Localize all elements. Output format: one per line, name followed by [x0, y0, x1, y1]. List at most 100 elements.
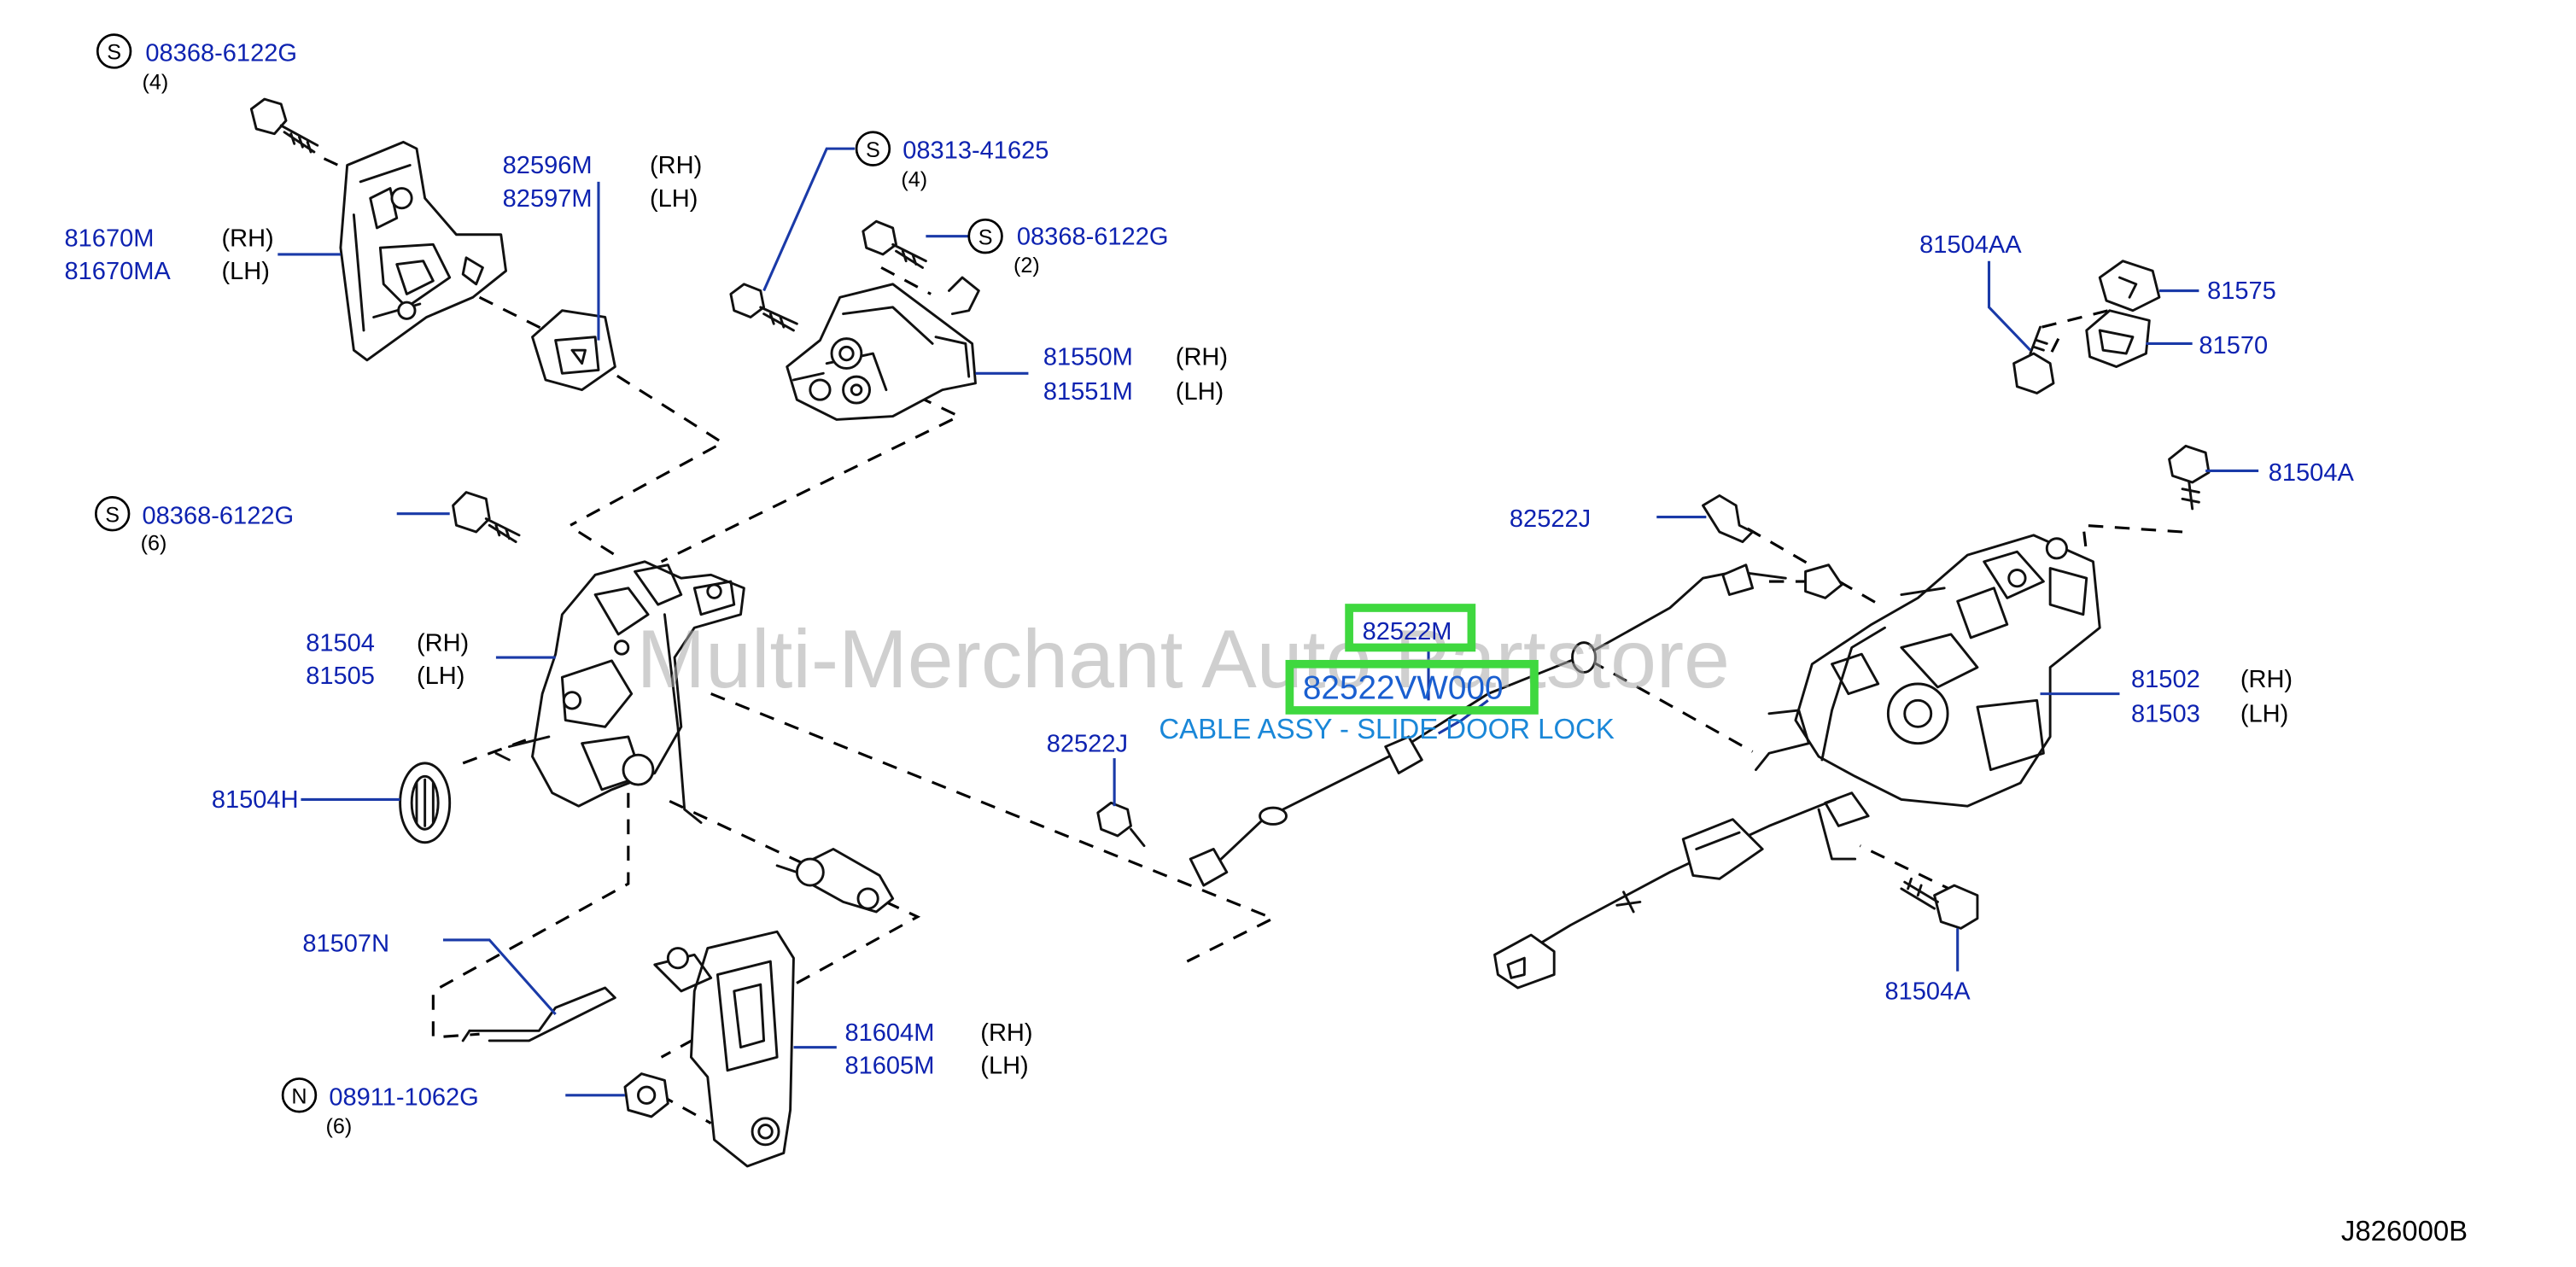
watermark: Multi-Merchant Auto Partstore [637, 612, 1731, 705]
callout-screw-s-08313[interactable]: S 08313-41625 (4) [855, 131, 1049, 192]
bolt-81504AA-drawing [2012, 325, 2055, 394]
part-number-rh[interactable]: 81604M [845, 1019, 935, 1047]
lh-label: (LH) [1176, 378, 1224, 406]
bracket-81670-drawing [339, 140, 507, 362]
callout-grommet-81504H[interactable]: 81504H [212, 786, 299, 814]
callout-actuator-81550[interactable]: 81550M (RH) 81551M (LH) [1043, 344, 1228, 406]
lh-label: (LH) [221, 258, 269, 285]
selected-part-number[interactable]: 82522VW000 [1303, 669, 1504, 706]
nut-drawing [623, 1072, 669, 1118]
callout-striker-81575[interactable]: 81575 [2207, 277, 2276, 305]
s-symbol-circle [855, 131, 891, 166]
callout-clip-82522J-center[interactable]: 82522J [1047, 730, 1128, 757]
part-number[interactable]: 81504A [2269, 459, 2355, 487]
s-symbol-circle [96, 33, 132, 69]
part-number[interactable]: 81570 [2199, 332, 2268, 359]
part-number[interactable]: 08368-6122G [143, 502, 295, 529]
part-number-rh[interactable]: 81670M [65, 225, 155, 252]
rh-label: (RH) [980, 1019, 1032, 1047]
part-number[interactable]: 82522J [1510, 505, 1591, 533]
highlighted-callout-82522M[interactable]: 82522M [1345, 604, 1476, 652]
part-description: CABLE ASSY - SLIDE DOOR LOCK [1159, 713, 1614, 744]
striker-81575-drawing [2098, 260, 2161, 312]
screw-08313-drawing [729, 219, 927, 332]
part-number[interactable]: 81504H [212, 786, 299, 814]
lh-label: (LH) [980, 1053, 1028, 1080]
part-number-lh[interactable]: 81551M [1043, 378, 1133, 406]
handle-81604-drawing [653, 930, 795, 1168]
part-number-lh[interactable]: 81503 [2131, 701, 2200, 728]
part-number-lh[interactable]: 81670MA [65, 258, 172, 285]
rod-81507N-drawing [461, 986, 616, 1042]
harness-connector-drawing [1493, 797, 1837, 990]
callout-screw-s-mid[interactable]: S 08368-6122G (2) [967, 218, 1169, 277]
part-number[interactable]: 81504AA [1919, 231, 2022, 259]
lock-assy-81502-drawing [1755, 534, 2101, 861]
lock-cylinder-drawing [775, 848, 895, 914]
callout-bolt-81504A-bottom[interactable]: 81504A [1884, 978, 1971, 1006]
lh-label: (LH) [650, 185, 698, 213]
callout-handle-81604[interactable]: 81604M (RH) 81605M (LH) [845, 1019, 1033, 1080]
callout-screw-s-top[interactable]: S 08368-6122G (4) [96, 33, 297, 95]
quantity: (6) [325, 1114, 352, 1138]
part-number[interactable]: 08368-6122G [1017, 223, 1169, 250]
part-number-rh[interactable]: 81504 [306, 629, 375, 657]
callout-screw-s-left[interactable]: S 08368-6122G (6) [94, 496, 295, 555]
part-number[interactable]: 08313-41625 [902, 137, 1049, 165]
s-symbol: S [105, 503, 120, 527]
lh-label: (LH) [417, 663, 464, 690]
callout-bracket-81670[interactable]: 81670M (RH) 81670MA (LH) [65, 225, 274, 285]
callout-cover-82596[interactable]: 82596M (RH) 82597M (LH) [503, 152, 703, 213]
highlighted-part-number-82522VW000[interactable]: 82522VW000 [1285, 659, 1539, 715]
screw-top-left-drawing [249, 97, 319, 154]
lh-label: (LH) [2240, 701, 2288, 728]
s-symbol: S [978, 225, 993, 249]
part-number[interactable]: 81504A [1884, 978, 1971, 1006]
part-number[interactable]: 81507N [302, 930, 389, 957]
quantity: (4) [143, 70, 169, 94]
part-number-lh[interactable]: 81605M [845, 1053, 935, 1080]
part-number-rh[interactable]: 81550M [1043, 344, 1133, 371]
rh-label: (RH) [417, 629, 469, 657]
bolt-81504A-top-drawing [2168, 444, 2211, 511]
s-symbol-circle [94, 496, 131, 532]
callout-rod-81507N[interactable]: 81507N [302, 930, 389, 957]
part-number-rh[interactable]: 81502 [2131, 666, 2200, 693]
part-number[interactable]: 08911-1062G [329, 1083, 478, 1111]
part-number-lh[interactable]: 82597M [503, 185, 593, 213]
diagram-reference-code: J826000B [2341, 1215, 2468, 1247]
part-number[interactable]: 81575 [2207, 277, 2276, 305]
part-number[interactable]: 82522J [1047, 730, 1128, 757]
rh-label: (RH) [2240, 666, 2293, 693]
quantity: (2) [1013, 254, 1040, 277]
actuator-81550-drawing [786, 276, 980, 421]
rh-label: (RH) [221, 225, 273, 252]
callout-clip-82522J-right[interactable]: 82522J [1510, 505, 1591, 533]
n-symbol-circle [281, 1077, 318, 1113]
callout-bolt-81504A-top[interactable]: 81504A [2269, 459, 2355, 487]
grommet-81504H-drawing [399, 762, 452, 844]
cover-82596-drawing [531, 309, 616, 392]
callout-lock-81504[interactable]: 81504 (RH) 81505 (LH) [306, 629, 469, 690]
callout-lock-assy-81502[interactable]: 81502 (RH) 81503 (LH) [2131, 666, 2293, 728]
striker-81570-drawing [2085, 309, 2151, 368]
callout-bolt-81504AA[interactable]: 81504AA [1919, 231, 2022, 259]
s-symbol: S [866, 138, 880, 162]
screw-left-drawing [452, 491, 521, 544]
n-symbol: N [291, 1084, 307, 1108]
part-number-lh[interactable]: 81505 [306, 663, 375, 690]
part-number[interactable]: 82522M [1363, 618, 1452, 645]
callout-nut-n[interactable]: N 08911-1062G (6) [281, 1077, 479, 1138]
s-symbol-circle [967, 218, 1003, 254]
part-number[interactable]: 08368-6122G [145, 40, 297, 67]
callout-striker-81570[interactable]: 81570 [2199, 332, 2268, 359]
s-symbol: S [107, 41, 121, 65]
part-number-rh[interactable]: 82596M [503, 152, 593, 179]
highlight-box-callout [1345, 604, 1476, 652]
quantity: (6) [141, 531, 167, 555]
rh-label: (RH) [1176, 344, 1228, 371]
rh-label: (RH) [650, 152, 702, 179]
quantity: (4) [901, 168, 927, 192]
